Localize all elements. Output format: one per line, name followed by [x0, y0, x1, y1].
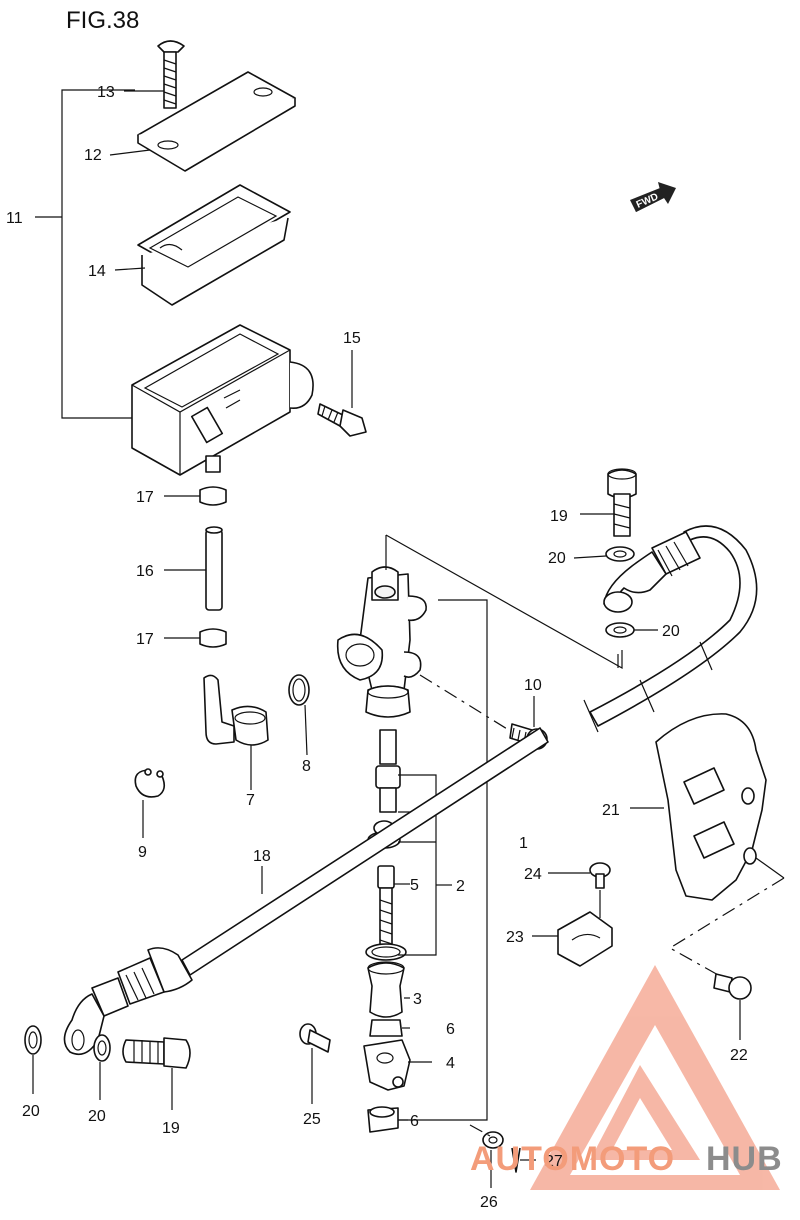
callout-1: 1: [519, 835, 528, 852]
push-rod-5-icon: [377, 865, 395, 953]
callout-9: 9: [138, 844, 147, 861]
callout-25: 25: [303, 1111, 321, 1128]
cotter-pin-27-icon: [511, 1147, 521, 1173]
callout-6-lower: 6: [410, 1113, 419, 1130]
callout-19-upper: 19: [550, 508, 568, 525]
callout-19-lower: 19: [162, 1120, 180, 1137]
callout-6-upper: 6: [446, 1021, 455, 1038]
banjo-bolt-19-upper-icon: [607, 468, 637, 537]
washer-20-mid-icon: [605, 622, 635, 638]
callout-7: 7: [246, 792, 255, 809]
o-ring-8-icon: [288, 674, 310, 706]
bolt-15-icon: [317, 403, 367, 437]
callout-20-mid: 20: [662, 623, 680, 640]
circlip-9-icon: [134, 768, 166, 798]
master-cylinder-1-icon: [336, 566, 427, 718]
callout-11: 11: [6, 210, 23, 227]
callout-8: 8: [302, 758, 311, 775]
screw-24-icon: [589, 862, 611, 889]
hose-joint-7-icon: [203, 674, 269, 746]
callout-20-upper: 20: [548, 550, 566, 567]
clamp-17-upper-icon: [199, 486, 227, 506]
watermark-text-hub: HUB: [706, 1140, 783, 1178]
callout-27: 27: [545, 1153, 563, 1170]
screw-13-icon: [157, 40, 185, 109]
figure-title: FIG.38: [66, 7, 139, 34]
callout-20-lower-left: 20: [22, 1103, 40, 1120]
callout-17-lower: 17: [136, 631, 154, 648]
callout-21: 21: [602, 802, 620, 819]
nut-6-upper-icon: [369, 1019, 403, 1037]
watermark-logo: [530, 965, 780, 1190]
screw-22-icon: [713, 973, 752, 1000]
banjo-bolt-19-lower-icon: [122, 1037, 191, 1069]
callout-16: 16: [136, 563, 154, 580]
callout-10: 10: [524, 677, 542, 694]
callout-2: 2: [456, 878, 465, 895]
callout-20-lower-mid: 20: [88, 1108, 106, 1125]
reservoir-body-11-icon: [131, 324, 314, 476]
watermark-text-automoto: AUTOMOTO: [470, 1140, 675, 1178]
callout-23: 23: [506, 929, 524, 946]
forward-arrow-icon: [630, 182, 676, 212]
circlip-icon: [365, 943, 407, 961]
callout-26: 26: [480, 1194, 498, 1211]
washer-26-icon: [482, 1131, 504, 1149]
washer-20-lower-left-icon: [24, 1025, 42, 1055]
callout-17-upper: 17: [136, 489, 154, 506]
reservoir-cover-21-icon: [655, 713, 767, 901]
pin-25-icon: [299, 1023, 331, 1053]
washer-20-lower-mid-icon: [93, 1034, 111, 1062]
callout-5: 5: [410, 877, 419, 894]
clevis-4-icon: [363, 1039, 411, 1091]
brake-hose-18-icon: [63, 525, 758, 1056]
spring-icon: [379, 729, 397, 765]
group-bracket-11: [61, 89, 135, 419]
callout-3: 3: [413, 991, 422, 1008]
forward-label: FWD: [635, 191, 660, 210]
nut-6-lower-icon: [367, 1106, 399, 1133]
callout-24: 24: [524, 866, 542, 883]
hose-16-icon: [205, 526, 223, 611]
reservoir-cap-12-icon: [137, 71, 296, 172]
callout-22: 22: [730, 1047, 748, 1064]
clamp-17-lower-icon: [199, 628, 227, 648]
piston-icon: [375, 765, 401, 813]
diaphragm-14-icon: [137, 184, 291, 306]
boot-3-icon: [367, 961, 405, 1018]
washer-20-upper-icon: [605, 546, 635, 562]
callout-4: 4: [446, 1055, 455, 1072]
callout-15: 15: [343, 330, 361, 347]
callout-18: 18: [253, 848, 271, 865]
callout-14: 14: [88, 263, 106, 280]
callout-13: 13: [97, 84, 115, 101]
callout-12: 12: [84, 147, 102, 164]
bracket-23-icon: [557, 911, 613, 967]
